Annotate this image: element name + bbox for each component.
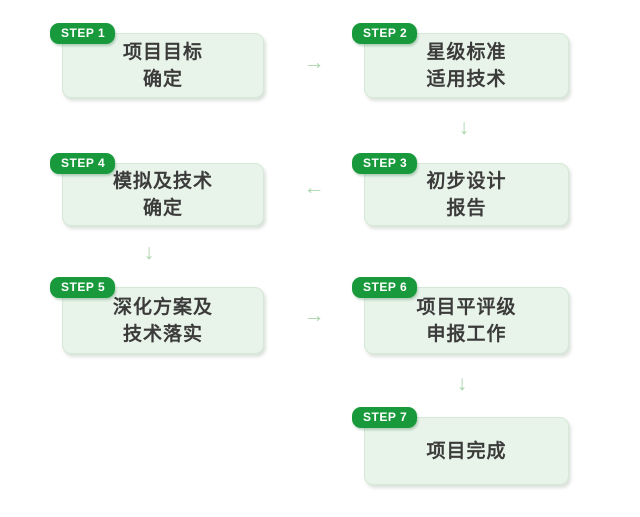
step-6-badge: STEP 6 [352,277,418,298]
arrow-right-step5-to-step6-icon: → [303,304,325,327]
step-6-box: STEP 6 项目平评级 申报工作 [352,277,569,354]
step-1-line-2: 确定 [142,68,183,90]
step-5-box: STEP 5 深化方案及 技术落实 [50,277,264,354]
arrow-down-step4-to-step5-icon: ↓ [143,241,155,264]
step-2-line-1: 星级标准 [426,41,507,63]
step-2-badge: STEP 2 [352,23,418,44]
step-5-line-1: 深化方案及 [112,296,213,318]
step-7-line-1: 项目完成 [426,440,507,462]
step-3-badge: STEP 3 [352,153,418,174]
step-4-badge: STEP 4 [50,153,116,174]
arrow-down-step2-to-step3-icon: ↓ [458,116,470,139]
step-3-line-1: 初步设计 [426,170,507,192]
arrow-down-step6-to-step7-icon: ↓ [456,372,468,395]
step-4-line-2: 确定 [142,197,183,219]
step-3-box: STEP 3 初步设计 报告 [352,153,569,226]
step-1-badge: STEP 1 [50,23,116,44]
step-5-badge: STEP 5 [50,277,116,298]
step-7-badge: STEP 7 [352,407,418,428]
arrow-left-step3-to-step4-icon: ← [303,176,325,199]
step-6-line-2: 申报工作 [426,323,507,345]
step-6-line-1: 项目平评级 [416,296,517,318]
step-5-line-2: 技术落实 [122,323,203,345]
step-2-line-2: 适用技术 [426,68,507,90]
arrow-right-step1-to-step2-icon: → [303,51,325,74]
step-1-line-1: 项目目标 [122,41,203,63]
step-3-line-2: 报告 [446,197,487,219]
step-2-box: STEP 2 星级标准 适用技术 [352,23,569,98]
step-1-box: STEP 1 项目目标 确定 [50,23,264,98]
step-4-line-1: 模拟及技术 [112,170,213,192]
step-4-box: STEP 4 模拟及技术 确定 [50,153,264,226]
step-7-box: STEP 7 项目完成 [352,407,569,485]
